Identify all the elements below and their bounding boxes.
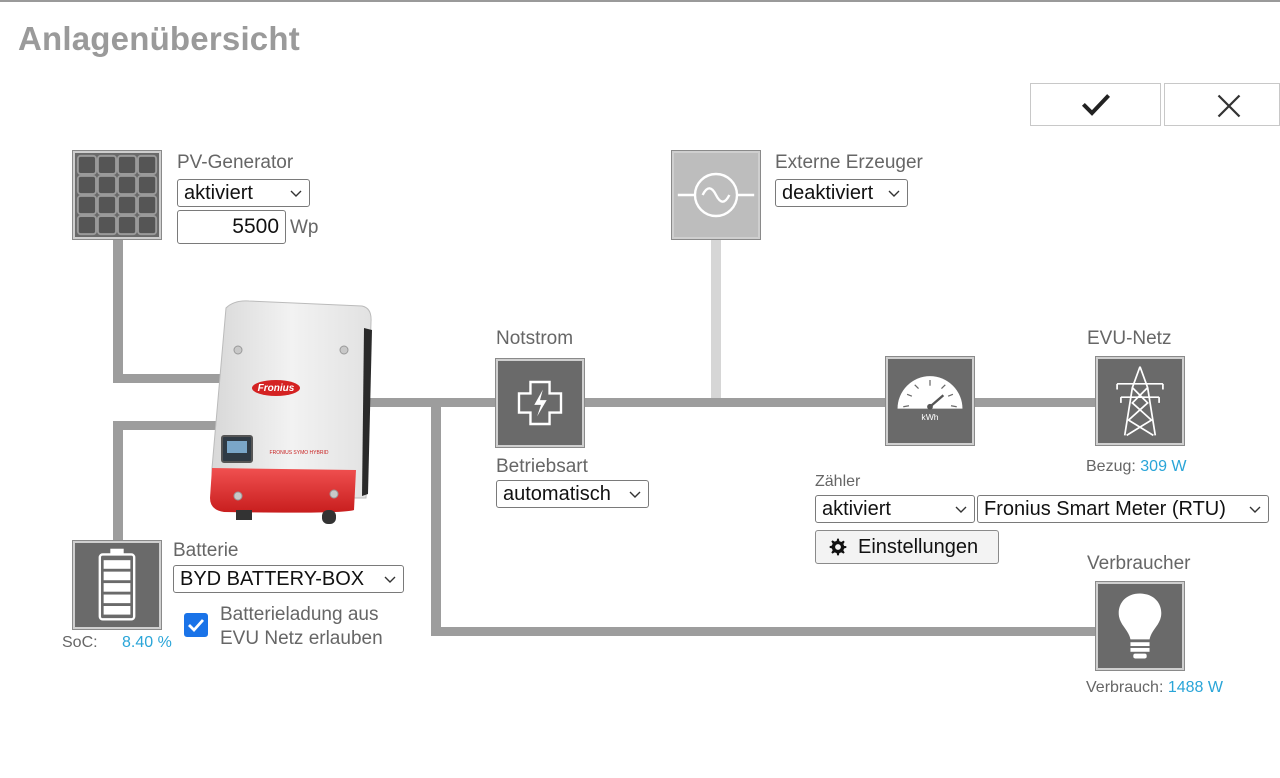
external-generator-status-select[interactable]: deaktiviert <box>775 179 908 207</box>
lightbulb-icon <box>1098 584 1182 668</box>
chevron-down-icon <box>629 491 641 498</box>
pv-power-input[interactable]: 5500 <box>177 210 286 244</box>
chevron-down-icon <box>955 506 967 513</box>
confirm-button[interactable] <box>1030 83 1161 126</box>
consumer-reading-value: 1488 W <box>1167 679 1223 696</box>
checkmark-icon <box>1081 94 1111 116</box>
chevron-down-icon <box>384 576 396 583</box>
operating-mode-value: automatisch <box>503 483 611 505</box>
operating-mode-select[interactable]: automatisch <box>496 480 649 508</box>
pv-generator-status-select[interactable]: aktiviert <box>177 179 310 207</box>
operating-mode-label: Betriebsart <box>496 456 588 477</box>
energy-meter-icon: kWh <box>888 359 972 443</box>
battery-grid-charge-checkbox[interactable] <box>184 613 208 637</box>
external-generator-tile[interactable] <box>672 151 760 239</box>
battery-soc-value: 8.40 % <box>122 634 172 651</box>
battery-icon <box>75 543 159 627</box>
pv-generator-tile[interactable] <box>73 151 161 239</box>
battery-line-horizontal <box>113 421 223 430</box>
grid-tile[interactable] <box>1096 357 1184 445</box>
emergency-power-label: Notstrom <box>496 328 574 349</box>
pv-line-vertical <box>113 236 123 383</box>
pv-line-horizontal <box>113 374 223 383</box>
chevron-down-icon <box>290 190 302 197</box>
battery-line-vertical <box>113 421 123 544</box>
pv-generator-label: PV-Generator <box>177 152 294 173</box>
external-generator-line <box>711 236 721 398</box>
emergency-power-tile[interactable] <box>496 359 584 447</box>
meter-unit-text: kWh <box>921 412 938 422</box>
battery-grid-charge-label-line2: EVU Netz erlauben <box>220 628 383 649</box>
battery-tile[interactable] <box>73 541 161 629</box>
grid-reading-label: Bezug: <box>1086 458 1136 475</box>
meter-settings-label: Einstellungen <box>858 536 979 558</box>
emergency-power-icon <box>498 361 582 445</box>
pv-power-unit: Wp <box>290 217 319 238</box>
grid-label: EVU-Netz <box>1087 328 1172 349</box>
consumer-line-horizontal <box>431 627 1098 636</box>
consumer-tile[interactable] <box>1096 582 1184 670</box>
checkmark-icon <box>188 619 205 633</box>
inverter-image: Fronius FRONIUS SYMO HYBRID <box>210 300 372 524</box>
meter-settings-button[interactable]: Einstellungen <box>815 530 999 564</box>
consumer-reading-label: Verbrauch: <box>1086 679 1164 696</box>
battery-model-value: BYD BATTERY-BOX <box>180 568 365 590</box>
inverter-brand-text: Fronius <box>258 383 295 394</box>
close-icon <box>1217 94 1241 118</box>
meter-label: Zähler <box>815 473 861 490</box>
battery-grid-charge-label-line1: Batterieladung aus <box>220 604 379 625</box>
consumer-reading: Verbrauch: 1488 W <box>1086 679 1223 697</box>
meter-status-select[interactable]: aktiviert <box>815 495 975 523</box>
grid-reading-value: 309 W <box>1140 458 1187 475</box>
meter-device-value: Fronius Smart Meter (RTU) <box>984 498 1226 520</box>
battery-soc-label: SoC: <box>62 634 98 651</box>
meter-device-select[interactable]: Fronius Smart Meter (RTU) <box>977 495 1269 523</box>
consumer-label: Verbraucher <box>1087 553 1191 574</box>
top-border <box>0 0 1280 2</box>
page-title: Anlagenübersicht <box>18 20 300 57</box>
chevron-down-icon <box>888 190 900 197</box>
solar-panel-icon <box>75 153 159 237</box>
grid-reading: Bezug: 309 W <box>1086 458 1187 476</box>
gear-icon <box>829 538 847 556</box>
external-generator-label: Externe Erzeuger <box>775 152 923 173</box>
chevron-down-icon <box>1249 506 1261 513</box>
battery-label: Batterie <box>173 540 239 561</box>
external-generator-status-value: deaktiviert <box>782 182 874 204</box>
meter-status-value: aktiviert <box>822 498 891 520</box>
generator-icon <box>674 153 758 237</box>
energy-meter-tile[interactable]: kWh <box>886 357 974 445</box>
consumer-line-vertical <box>431 398 441 636</box>
pv-generator-status-value: aktiviert <box>184 182 253 204</box>
power-pylon-icon <box>1098 359 1182 443</box>
battery-model-select[interactable]: BYD BATTERY-BOX <box>173 565 404 593</box>
inverter-model-text: FRONIUS SYMO HYBRID <box>270 450 329 456</box>
cancel-button[interactable] <box>1164 83 1280 126</box>
main-ac-line <box>368 398 1098 407</box>
